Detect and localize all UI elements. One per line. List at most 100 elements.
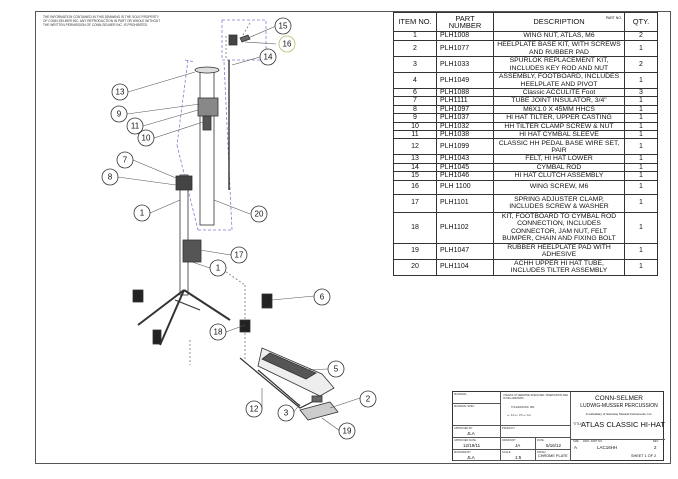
callout-1a <box>133 204 151 222</box>
cell-part-number: PLH1111 <box>436 96 494 106</box>
cell-qty: 1 <box>624 162 658 173</box>
col-description-label: DESCRIPTION <box>533 17 585 27</box>
callout-19 <box>338 422 356 440</box>
cell-description: CYMBAL ROD <box>493 162 625 173</box>
cell-part-number: PLH1077 <box>436 40 494 57</box>
cell-part-number: PLH1032 <box>436 121 494 132</box>
cell-description: WING NUT, ATLAS, M6 <box>493 31 625 41</box>
cell-description: ACHH UPPER HI HAT TUBE, INCLUDES TILTER … <box>493 258 625 276</box>
cell-item-no: 13 <box>393 154 437 164</box>
cell-item-no: 7 <box>393 96 437 106</box>
callout-12 <box>245 400 263 418</box>
part-no-value: LAC16HH <box>597 445 618 450</box>
cell-qty: 1 <box>624 130 658 140</box>
cell-qty: 1 <box>624 138 658 156</box>
cell-part-number: PLH1104 <box>436 258 494 276</box>
part-no-label: DWG. PART NO. <box>583 440 603 443</box>
callout-number: 15 <box>279 22 288 31</box>
callout-13 <box>111 83 129 101</box>
modified-by-value: JLA <box>467 455 475 460</box>
cell-qty: 3 <box>624 87 658 98</box>
callout-11 <box>126 117 144 135</box>
drawn-by-value: JA <box>515 443 521 448</box>
callout-number: 3 <box>284 409 289 418</box>
cell-qty: 1 <box>624 258 658 276</box>
cell-description: HI HAT TILTER, UPPER CASTING <box>493 113 625 123</box>
callout-number: 19 <box>343 427 352 436</box>
cell-description: HI HAT CYMBAL SLEEVE <box>493 130 625 140</box>
cell-qty: 2 <box>624 31 658 41</box>
cell-qty: 1 <box>624 113 658 123</box>
cell-description: SPURLOK REPLACEMENT KIT, INCLUDES KEY RO… <box>493 56 625 73</box>
callout-18 <box>209 323 227 341</box>
drawing-border <box>35 11 671 464</box>
cell-description: M6X1.0 X 45MM HHCS <box>493 104 625 115</box>
cell-item-no: 6 <box>393 87 437 98</box>
cell-item-no: 11 <box>393 130 437 140</box>
callout-number: 5 <box>334 365 339 374</box>
modified-by-label: MODIFIED BY <box>454 451 471 454</box>
callout-3 <box>277 404 295 422</box>
callout-2 <box>359 390 377 408</box>
cell-item-no: 2 <box>393 40 437 57</box>
cell-part-number: PLH1097 <box>436 104 494 115</box>
callout-number: 9 <box>117 110 122 119</box>
material-spec-label: MATERIAL SPEC <box>454 405 475 408</box>
callout-14 <box>259 48 277 66</box>
proprietary-notice: THE INFORMATION CONTAINED IN THIS DRAWIN… <box>43 15 161 27</box>
callout-number: 18 <box>214 328 223 337</box>
callout-20 <box>250 205 268 223</box>
drawing-title: ATLAS CLASSIC HI-HAT <box>581 420 665 429</box>
cell-description: HEELPLATE BASE KIT, WITH SCREWS AND RUBB… <box>493 40 625 57</box>
callout-6 <box>313 288 331 306</box>
callout-number: 13 <box>116 88 125 97</box>
cell-item-no: 10 <box>393 121 437 132</box>
cell-qty: 1 <box>624 72 658 89</box>
cell-item-no: 19 <box>393 242 437 260</box>
cell-part-number: PLH1033 <box>436 56 494 73</box>
cell-description: WING SCREW, M6 <box>493 179 625 195</box>
col-qty: QTY. <box>624 12 658 32</box>
scale-value: 1:5 <box>515 455 522 460</box>
parts-list-table: ITEM NO. PART NUMBER DESCRIPTION PART NO… <box>393 12 658 276</box>
cell-description: HI HAT CLUTCH ASSEMBLY <box>493 171 625 181</box>
cell-qty: 1 <box>624 171 658 181</box>
cell-part-number: PLH1049 <box>436 72 494 89</box>
tolerances-label: TOLERANCES: MM <box>511 406 535 409</box>
rev-value: 2 <box>654 445 657 450</box>
callout-number: 6 <box>320 293 325 302</box>
cell-description: KIT, FOOTBOARD TO CYMBAL ROD CONNECTION,… <box>493 211 625 244</box>
cell-qty: 1 <box>624 121 658 132</box>
cell-item-no: 15 <box>393 171 437 181</box>
rev-label: REV <box>653 440 659 443</box>
cell-item-no: 12 <box>393 138 437 156</box>
cell-description: SPRING ADJUSTER CLAMP, INCLUDES SCREW & … <box>493 193 625 213</box>
callout-number: 1 <box>140 209 145 218</box>
cell-part-number: PLH 1100 <box>436 179 494 195</box>
callout-number: 12 <box>250 405 259 414</box>
callout-5 <box>327 360 345 378</box>
company-note: A subsidiary of Steinway Musical Instrum… <box>585 412 653 416</box>
title-label: TITLE <box>573 422 583 426</box>
callout-number: 2 <box>366 395 371 404</box>
cell-part-number: PLH1008 <box>436 31 494 41</box>
callout-1b <box>209 259 227 277</box>
cell-item-no: 14 <box>393 162 437 173</box>
callout-number: 11 <box>131 122 140 131</box>
col-item-no: ITEM NO. <box>393 12 437 32</box>
cell-description: TUBE JOINT INSULATOR, 3/4" <box>493 96 625 106</box>
cell-part-number: PLH1101 <box>436 193 494 213</box>
callout-10 <box>137 129 155 147</box>
finish-value: CHROME PLATE <box>538 454 568 458</box>
cell-part-number: PLH1038 <box>436 130 494 140</box>
callout-number: 20 <box>255 210 264 219</box>
